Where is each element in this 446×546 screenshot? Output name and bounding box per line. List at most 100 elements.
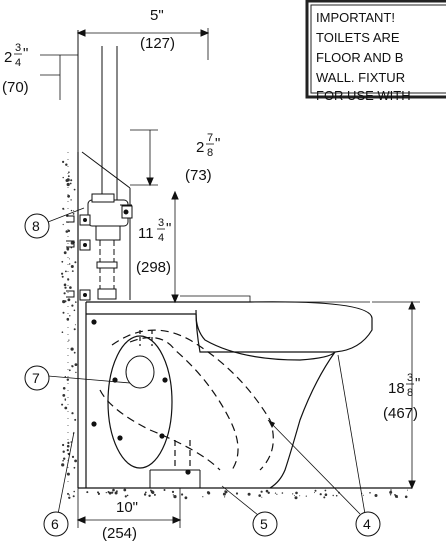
concrete-speckle <box>64 398 67 401</box>
wall-bracket-lower <box>66 289 91 301</box>
concrete-speckle <box>61 272 64 275</box>
concrete-speckle <box>74 363 78 366</box>
concrete-speckle <box>62 223 64 226</box>
concrete-speckle <box>274 492 277 494</box>
concrete-speckle <box>369 492 371 494</box>
concrete-speckle <box>73 351 76 354</box>
concrete-speckle <box>184 496 188 500</box>
concrete-speckle <box>61 463 65 467</box>
concrete-speckle <box>68 339 70 341</box>
dim-top-width-mm: (127) <box>140 35 175 52</box>
concrete-speckle <box>73 490 75 493</box>
concrete-speckle <box>332 494 334 497</box>
concrete-speckle <box>65 270 67 273</box>
dim-valve-height-mark: " <box>166 220 171 237</box>
concrete-speckle <box>65 230 69 233</box>
concrete-speckle <box>374 494 378 497</box>
concrete-speckle <box>63 292 66 295</box>
concrete-speckle <box>66 378 70 381</box>
concrete-speckle <box>172 494 174 496</box>
callout-5-label: 5 <box>260 516 268 532</box>
concrete-speckle <box>171 490 175 493</box>
dim-bowl-height-whole: 18 <box>388 380 405 397</box>
concrete-speckle <box>67 229 71 233</box>
concrete-speckle <box>265 489 269 493</box>
concrete-speckle <box>66 182 70 187</box>
callout-7: 7 <box>24 365 131 391</box>
concrete-speckle <box>74 261 77 264</box>
concrete-speckle <box>126 494 129 497</box>
dim-left-depth-mark: " <box>23 45 28 62</box>
concrete-speckle <box>70 179 73 182</box>
concrete-speckle <box>61 331 64 334</box>
concrete-speckle <box>73 328 76 331</box>
concrete-speckle <box>62 207 65 210</box>
concrete-speckle <box>181 493 184 496</box>
concrete-speckle <box>389 494 392 496</box>
concrete-speckle <box>261 496 263 498</box>
concrete-speckle <box>67 492 69 495</box>
dim-bowl-height-mm: (467) <box>383 405 418 422</box>
concrete-speckle <box>67 175 70 178</box>
concrete-speckle <box>62 160 65 163</box>
concrete-speckle <box>68 258 70 260</box>
concrete-speckle <box>66 247 70 251</box>
concrete-speckle <box>66 449 69 452</box>
concrete-speckle <box>294 496 298 500</box>
callout-4-label: 4 <box>363 516 371 532</box>
concrete-speckle <box>64 406 68 410</box>
dim-bowl-height-den: 8 <box>407 387 413 399</box>
concrete-speckle <box>73 466 76 469</box>
concrete-speckle <box>70 209 73 212</box>
concrete-speckle <box>62 457 66 460</box>
concrete-speckle <box>71 412 74 415</box>
concrete-speckle <box>75 371 77 374</box>
concrete-speckle <box>71 365 73 367</box>
concrete-speckle <box>276 493 278 495</box>
concrete-speckle <box>224 490 228 494</box>
concrete-speckle <box>114 491 118 495</box>
concrete-speckle <box>62 300 66 304</box>
concrete-speckle <box>323 496 326 499</box>
concrete-speckle <box>173 495 177 499</box>
note-line-5: FOR USE WITH <box>316 88 411 103</box>
callout-5: 5 <box>221 485 278 537</box>
dim-left-depth-whole: 2 <box>4 49 12 66</box>
concrete-speckle <box>70 347 74 351</box>
concrete-speckle <box>69 286 72 289</box>
concrete-speckle <box>267 491 270 494</box>
flush-valve <box>66 46 133 301</box>
callout-6: 6 <box>43 431 75 537</box>
dim-top-width: 5" (127) <box>76 7 210 60</box>
concrete-speckle <box>235 492 239 495</box>
note-line-3: FLOOR AND B <box>316 50 403 65</box>
concrete-speckle <box>99 493 100 495</box>
concrete-speckle <box>207 491 211 495</box>
concrete-speckle <box>73 188 76 191</box>
concrete-speckle <box>62 176 64 179</box>
dim-bowl-height-num: 3 <box>407 372 413 384</box>
concrete-speckle <box>74 459 77 463</box>
dim-bowl-height: 18 3 8 " (467) <box>372 300 420 490</box>
dim-left-depth: 2 3 4 " (70) <box>2 42 78 100</box>
concrete-speckle <box>68 369 71 372</box>
dim-valve-height-num: 3 <box>158 217 164 229</box>
concrete-speckle <box>61 403 64 406</box>
concrete-speckle <box>62 387 66 390</box>
dim-rough-in-mm: (254) <box>102 525 137 542</box>
concrete-speckle <box>247 492 251 496</box>
wall <box>61 30 79 488</box>
callout-8-label: 8 <box>32 218 40 234</box>
dim-left-depth-mm: (70) <box>2 79 29 96</box>
concrete-speckle <box>389 490 393 494</box>
concrete-speckle <box>71 304 74 307</box>
concrete-speckle <box>305 495 307 497</box>
concrete-speckle <box>71 455 75 458</box>
concrete-speckle <box>64 286 67 289</box>
concrete-speckle <box>63 283 67 287</box>
concrete-speckle <box>68 496 71 499</box>
dim-flush-offset: 2 7 8 " (73) <box>130 129 220 187</box>
dim-valve-height: 11 3 4 " (298) <box>136 190 179 304</box>
concrete-speckle <box>362 494 364 496</box>
